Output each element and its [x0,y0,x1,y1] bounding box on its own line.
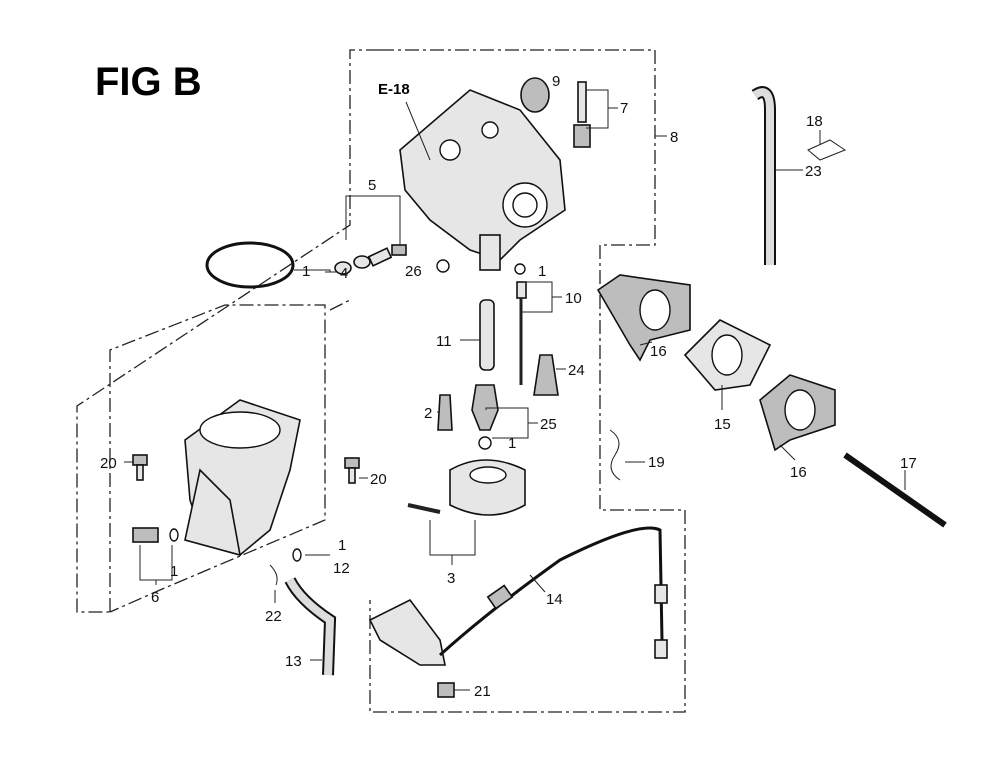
label-2: 2 [424,405,432,422]
part-4-air-elbow [184,399,301,557]
label-1-gasket: 1 [302,263,310,280]
part-16-insulator-a [596,274,691,362]
part-26-oring [436,259,450,273]
label-4: 4 [340,265,348,282]
part-5-pilot-screw [334,244,407,275]
part-12-oring [292,548,302,562]
leader-lines [124,89,906,691]
label-8: 8 [670,129,678,146]
label-5: 5 [368,177,376,194]
part-16-insulator-b [759,374,836,452]
label-22: 22 [265,608,282,625]
label-24: 24 [568,362,585,379]
part-10-needle [516,281,527,385]
part-19-clip [609,429,621,481]
part-22-clip [269,564,278,586]
label-11: 11 [436,333,452,350]
label-1-top: 1 [538,263,546,280]
part-6-screw [132,527,179,543]
label-25: 25 [540,416,557,433]
label-13: 13 [285,653,302,670]
part-7-screw-spring [573,81,591,148]
label-21: 21 [474,683,491,700]
part-17-stud [843,452,947,528]
label-14: 14 [546,591,563,608]
group-boundary-link [329,299,351,311]
label-1-screw: 1 [170,563,178,580]
part-24-cap [533,354,559,396]
reference-label: E-18 [378,81,410,98]
label-9: 9 [552,73,560,90]
part-14-solenoid [368,526,668,666]
part-20-bolt-right [344,457,360,484]
label-17: 17 [900,455,917,472]
label-16-b: 16 [790,464,807,481]
part-15-gasket [683,319,772,391]
part-25-main-jet [471,384,499,431]
group-boundary-main [76,49,380,613]
label-20-left: 20 [100,455,117,472]
label-7: 7 [620,100,628,117]
part-21-screw [437,682,455,698]
label-20-right: 20 [370,471,387,488]
group-boundary-air [109,304,326,613]
part-1-gasket [205,241,295,289]
part-1-oring-b [478,436,492,450]
part-2-jet [437,394,453,431]
part-3-float [407,459,526,516]
label-10: 10 [565,290,582,307]
label-26: 26 [405,263,422,280]
label-19: 19 [648,454,665,471]
part-20-bolt-left [132,454,148,481]
label-16-a: 16 [650,343,667,360]
label-3: 3 [447,570,455,587]
part-18-clip [807,139,847,161]
part-1-oring [514,263,526,275]
label-18: 18 [806,113,823,130]
label-15: 15 [714,416,731,433]
part-9-seal [520,77,550,113]
part-11-emulsion-tube [479,299,495,371]
label-12: 12 [333,560,350,577]
label-1-mid: 1 [508,435,516,452]
label-1-low: 1 [338,537,346,554]
group-boundary-carburetor [369,49,686,713]
figure-title: FIG B [95,60,202,104]
carburetor-body [399,89,566,271]
label-23: 23 [805,163,822,180]
label-6: 6 [151,589,159,606]
